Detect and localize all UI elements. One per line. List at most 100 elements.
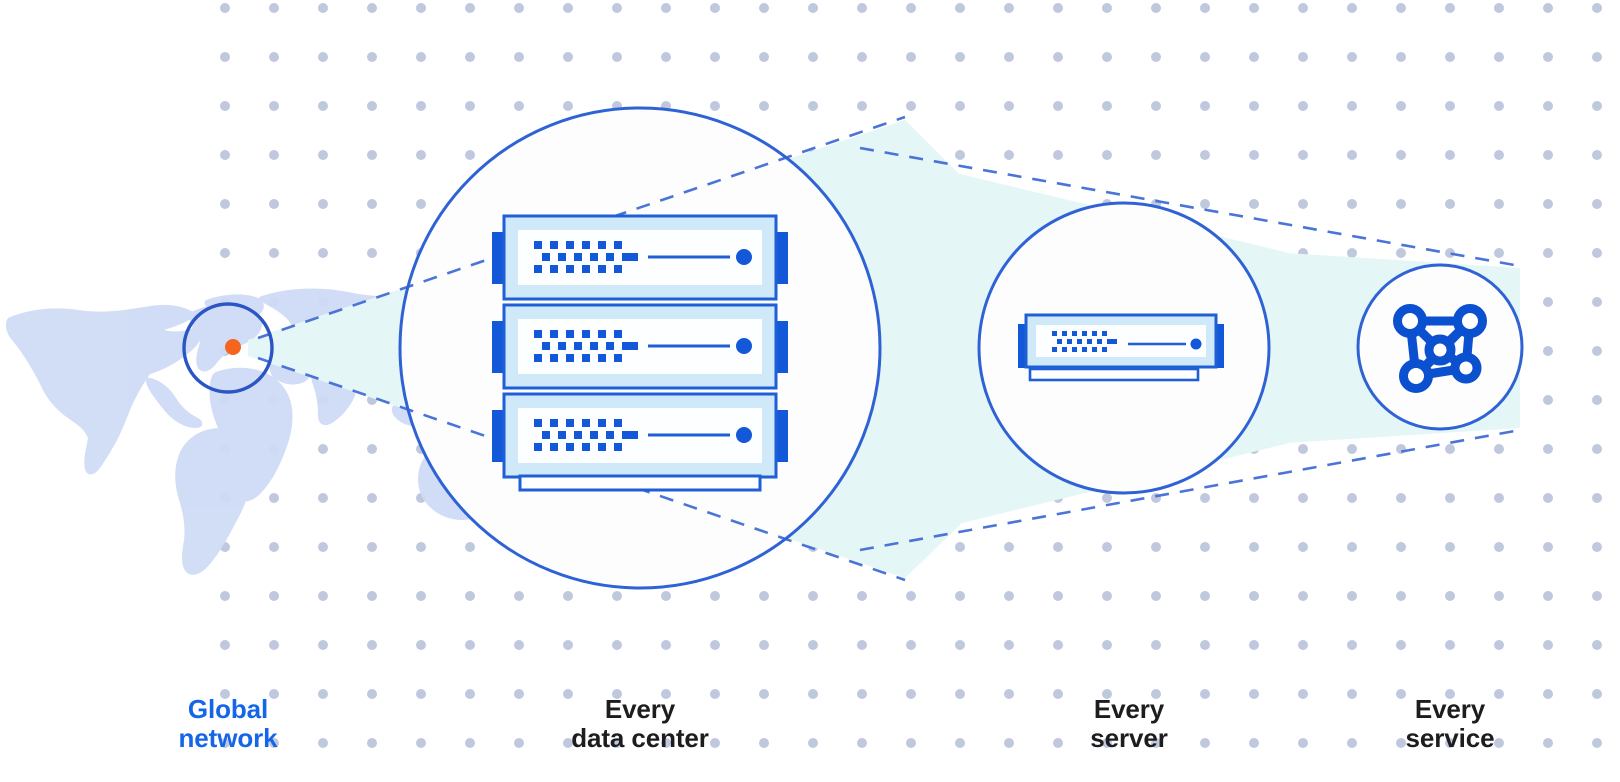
grid-dot [1004,52,1014,62]
grid-dot [906,689,916,699]
grid-dot [1494,150,1504,160]
grid-dot [1396,101,1406,111]
grid-dot [1347,591,1357,601]
grid-dot [1151,591,1161,601]
grid-dot [563,101,573,111]
global-network-marker-dot [225,339,241,355]
grid-dot [563,738,573,748]
grid-dot [1494,640,1504,650]
grid-dot [1200,542,1210,552]
grid-dot [661,689,671,699]
rack-unit-status-dot [736,249,752,265]
grid-dot [612,640,622,650]
grid-dot [1249,3,1259,13]
grid-dot [710,591,720,601]
grid-dot [759,738,769,748]
grid-dot [318,444,328,454]
grid-dot [1494,689,1504,699]
grid-dot [1494,248,1504,258]
grid-dot [1053,738,1063,748]
grid-dot [1494,493,1504,503]
grid-dot [465,101,475,111]
grid-dot [1543,493,1553,503]
grid-dot [416,640,426,650]
grid-dot [367,542,377,552]
grid-dot [220,591,230,601]
grid-dot [1102,640,1112,650]
grid-dot [1592,3,1602,13]
server-unit-led [1102,347,1107,352]
grid-dot [1494,3,1504,13]
grid-dot [1151,738,1161,748]
grid-dot [710,738,720,748]
grid-dot [1347,248,1357,258]
grid-dot [955,542,965,552]
grid-dot [269,199,279,209]
grid-dot [1298,101,1308,111]
grid-dot [661,640,671,650]
grid-dot [1347,101,1357,111]
grid-dot [1445,640,1455,650]
grid-dot [1494,444,1504,454]
grid-dot [1200,3,1210,13]
grid-dot [1543,444,1553,454]
grid-dot [759,3,769,13]
server-unit-led [1072,331,1077,336]
grid-dot [563,640,573,650]
grid-dot [563,689,573,699]
grid-dot [1592,493,1602,503]
grid-dot [367,248,377,258]
grid-dot [1298,199,1308,209]
grid-dot [367,738,377,748]
grid-dot [1151,689,1161,699]
grid-dot [1543,297,1553,307]
grid-dot [1200,493,1210,503]
grid-dot [1592,52,1602,62]
grid-dot [1347,493,1357,503]
grid-dot [1249,542,1259,552]
grid-dot [1592,297,1602,307]
grid-dot [1494,738,1504,748]
grid-dot [1249,493,1259,503]
grid-dot [367,591,377,601]
grid-dot [1592,640,1602,650]
global-network-circle-outline [182,302,274,394]
server-unit-base [1028,367,1200,382]
grid-dot [1151,52,1161,62]
grid-dot [1543,689,1553,699]
grid-dot [1494,199,1504,209]
grid-dot [269,542,279,552]
grid-dot [514,3,524,13]
grid-dot [1347,52,1357,62]
grid-dot [416,3,426,13]
grid-dot [906,640,916,650]
grid-dot [1347,738,1357,748]
grid-dot [269,591,279,601]
grid-dot [759,52,769,62]
grid-dot [857,591,867,601]
grid-dot [906,52,916,62]
grid-dot [759,640,769,650]
server-unit-led [1052,347,1057,352]
grid-dot [514,101,524,111]
grid-dot [1004,738,1014,748]
grid-dot [906,591,916,601]
grid-dot [563,3,573,13]
grid-dot [1543,542,1553,552]
grid-dot [1445,444,1455,454]
grid-dot [1396,52,1406,62]
grid-dot [269,493,279,503]
grid-dot [1592,395,1602,405]
server-unit-led [1062,331,1067,336]
server-unit-led [1082,347,1087,352]
server-unit-led [1077,339,1082,344]
grid-dot [1200,101,1210,111]
grid-dot [269,640,279,650]
grid-dot [1053,3,1063,13]
dashed-guide-bottom-2 [859,428,1521,552]
grid-dot [857,101,867,111]
server-unit-led [1112,339,1117,344]
grid-dot [1396,3,1406,13]
grid-dot [906,3,916,13]
